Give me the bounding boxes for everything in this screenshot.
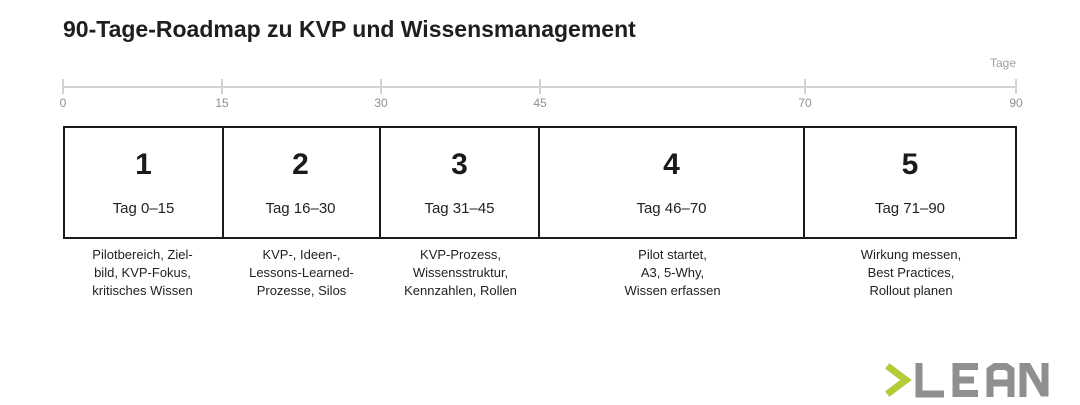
axis-tick-label: 45 [533, 96, 547, 110]
axis-tick [539, 79, 541, 94]
description-line: A3, 5-Why, [640, 265, 705, 280]
phase-description-5: Wirkung messen, Best Practices, Rollout … [805, 246, 1017, 300]
description-line: Wissen erfassen [624, 283, 721, 298]
phase-number: 2 [292, 148, 309, 181]
axis-tick-label: 15 [215, 96, 229, 110]
axis-tick-label: 30 [374, 96, 388, 110]
axis-tick [804, 79, 806, 94]
axis-tick [62, 79, 64, 94]
axis-tick-label: 70 [798, 96, 812, 110]
phase-description-1: Pilotbereich, Ziel- bild, KVP-Fokus, kri… [63, 246, 222, 300]
page-title: 90-Tage-Roadmap zu KVP und Wissensmanage… [63, 16, 636, 42]
phase-description-2: KVP-, Ideen-, Lessons-Learned- Prozesse,… [222, 246, 381, 300]
description-line: Wissensstruktur, [412, 265, 509, 280]
phase-description-4: Pilot startet, A3, 5-Why, Wissen erfasse… [540, 246, 805, 300]
phase-box-5: 5 Tag 71–90 [805, 126, 1017, 239]
axis-tick-label: 90 [1009, 96, 1023, 110]
axis-tick [380, 79, 382, 94]
phase-number: 4 [663, 148, 680, 181]
phase-description-3: KVP-Prozess, Wissensstruktur, Kennzahlen… [381, 246, 540, 300]
axis-unit-label: Tage [989, 56, 1016, 70]
phase-days: Tag 46–70 [636, 200, 707, 217]
phase-box-3: 3 Tag 31–45 [381, 126, 540, 239]
description-line: bild, KVP-Fokus, [94, 265, 191, 280]
description-line: Pilot startet, [638, 247, 707, 262]
description-line: Wirkung messen, [860, 247, 962, 262]
description-line: Best Practices, [867, 265, 955, 280]
phase-box-4: 4 Tag 46–70 [540, 126, 805, 239]
phase-days: Tag 71–90 [874, 200, 946, 217]
phase-number: 5 [901, 148, 919, 181]
lean-logo [885, 363, 1049, 398]
axis-tick-label: 0 [59, 96, 67, 110]
description-line: Rollout planen [869, 283, 953, 298]
description-line: kritisches Wissen [92, 283, 193, 298]
phase-days: Tag 31–45 [424, 200, 495, 217]
chevron-right-icon [885, 363, 912, 397]
phase-number: 1 [135, 148, 152, 181]
phase-days: Tag 0–15 [112, 200, 175, 217]
axis-tick [221, 79, 223, 94]
phase-days: Tag 16–30 [265, 200, 336, 217]
description-line: Kennzahlen, Rollen [404, 283, 517, 298]
logo-letters [915, 363, 1049, 398]
phase-number: 3 [451, 148, 468, 181]
description-line: Prozesse, Silos [256, 283, 347, 298]
description-line: KVP-, Ideen-, [262, 247, 341, 262]
phase-box-1: 1 Tag 0–15 [63, 126, 224, 239]
description-line: Pilotbereich, Ziel- [92, 247, 193, 262]
description-line: Lessons-Learned- [249, 265, 354, 280]
axis-tick [1015, 79, 1017, 94]
description-line: KVP-Prozess, [420, 247, 501, 262]
phase-box-2: 2 Tag 16–30 [222, 126, 381, 239]
